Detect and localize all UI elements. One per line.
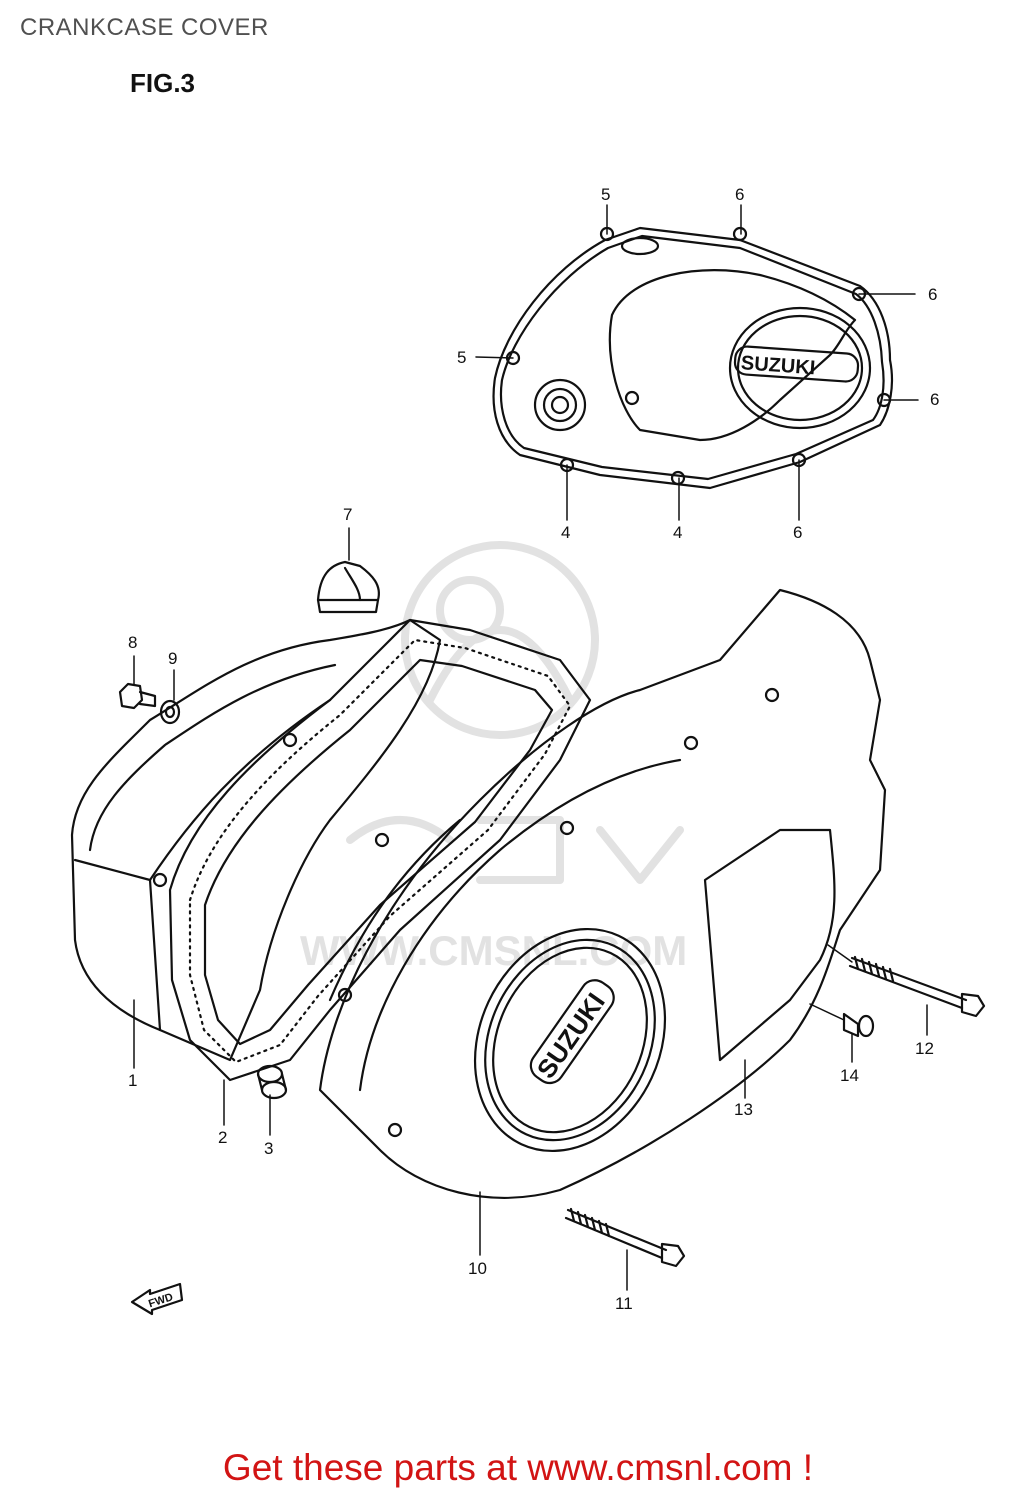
figure-label: FIG.3 xyxy=(130,68,196,98)
callout-7: 7 xyxy=(343,505,352,524)
crankcase-cover-left xyxy=(70,618,442,1062)
callout-5a: 5 xyxy=(601,185,610,204)
callout-4b: 4 xyxy=(673,523,682,542)
screw-14 xyxy=(842,1012,875,1038)
callout-10: 10 xyxy=(468,1259,487,1278)
callout-6a: 6 xyxy=(735,185,744,204)
callout-13: 13 xyxy=(734,1100,753,1119)
callout-6d: 6 xyxy=(793,523,802,542)
callout-3: 3 xyxy=(264,1139,273,1158)
callout-9: 9 xyxy=(168,649,177,668)
cover-plate-13 xyxy=(703,828,836,1062)
gasket xyxy=(168,618,592,1082)
fwd-arrow-icon xyxy=(130,1282,184,1316)
callout-4a: 4 xyxy=(561,523,570,542)
callout-14: 14 xyxy=(840,1066,859,1085)
leader-lines xyxy=(133,204,928,1291)
lower-cover-logo: SUZUKI xyxy=(531,987,611,1083)
callout-8: 8 xyxy=(128,633,137,652)
upper-cover-logo: SUZUKI xyxy=(740,352,816,379)
callout-labels: 1 2 3 4 4 5 5 6 6 6 6 7 8 9 10 11 12 13 … xyxy=(128,185,939,1313)
cmsnl-parts-link[interactable]: Get these parts at www.cmsnl.com ! xyxy=(222,1447,814,1488)
callout-2: 2 xyxy=(218,1128,227,1147)
washer-9 xyxy=(159,699,181,725)
exploded-parts-diagram: WWW.CMSNL.COM SUZUKI xyxy=(70,185,986,1316)
clutch-cover-upper xyxy=(492,226,894,490)
oil-filler-cap xyxy=(316,560,380,614)
watermark xyxy=(346,541,684,884)
bolt-12 xyxy=(848,955,986,1018)
page-title: CRANKCASE COVER xyxy=(20,14,269,41)
dowel-pin xyxy=(256,1064,288,1100)
callout-12: 12 xyxy=(915,1039,934,1058)
bolt-11 xyxy=(564,1207,686,1268)
callout-6c: 6 xyxy=(930,390,939,409)
bolt-8 xyxy=(118,682,157,710)
footer-link-container: Get these parts at www.cmsnl.com ! xyxy=(0,1447,1036,1489)
callout-6b: 6 xyxy=(928,285,937,304)
callout-1: 1 xyxy=(128,1071,137,1090)
callout-5b: 5 xyxy=(457,348,466,367)
callout-11: 11 xyxy=(615,1294,633,1313)
crankcase-cover-right xyxy=(318,588,887,1199)
